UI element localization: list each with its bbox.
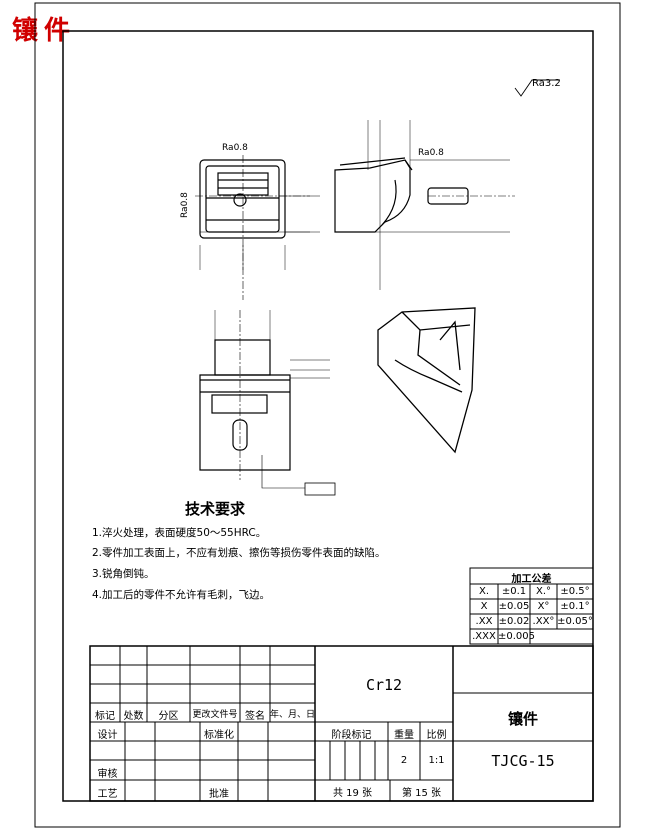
side-view <box>334 120 515 290</box>
requirement-item: 3.锐角倒钝。 <box>92 568 155 580</box>
tolerance-cell: ±0.05° <box>557 616 593 627</box>
rev-header: 处数 <box>123 711 144 722</box>
requirement-item: 4.加工后的零件不允许有毛刺，飞边。 <box>92 589 271 601</box>
tolerance-cell: ±0.02 <box>498 616 530 627</box>
rev-header: 分区 <box>158 711 179 722</box>
part-name: 镶件 <box>507 710 538 728</box>
sheet-number: 第 15 张 <box>401 788 442 799</box>
tolerance-cell: ±0.005 <box>498 631 536 642</box>
rev-header: 年、月、日 <box>270 710 316 720</box>
tolerance-cell: .XX° <box>532 616 555 627</box>
title-block <box>89 645 594 802</box>
scale-value: 1:1 <box>428 755 445 766</box>
review-label: 审核 <box>97 769 118 780</box>
tolerance-title: 加工公差 <box>511 574 552 585</box>
tolerance-table <box>469 567 594 645</box>
design-label: 设计 <box>97 730 118 741</box>
scale-label: 比例 <box>426 730 447 741</box>
requirement-item: 2.零件加工表面上，不应有划痕、擦伤等损伤零件表面的缺陷。 <box>92 547 386 559</box>
roughness-label-2: Ra0.8 <box>418 148 444 158</box>
tolerance-cell: X <box>480 601 488 612</box>
tolerance-cell: .XX <box>475 616 493 627</box>
process-label: 工艺 <box>97 789 118 800</box>
roughness-label-3: Ra0.8 <box>180 192 190 218</box>
rev-header: 更改文件号 <box>192 710 238 720</box>
tolerance-cell: X° <box>537 601 550 612</box>
top-view <box>199 310 336 496</box>
tolerance-cell: ±0.1° <box>560 601 590 612</box>
tolerance-cell: X.° <box>535 586 552 597</box>
stage-mark-label: 阶段标记 <box>331 730 372 741</box>
requirement-item: 1.淬火处理，表面硬度50～55HRC。 <box>92 527 267 539</box>
total-sheets: 共 19 张 <box>332 788 373 799</box>
outer-border <box>34 2 621 828</box>
isometric-view <box>377 307 476 454</box>
tolerance-cell: ±0.1 <box>501 586 527 597</box>
weight-label: 重量 <box>394 730 414 741</box>
roughness-label-1: Ra0.8 <box>222 143 248 153</box>
drawing-title: 镶件 <box>12 16 77 46</box>
tolerance-cell: ±0.05 <box>498 601 530 612</box>
material: Cr12 <box>365 676 403 694</box>
tolerance-cell: X. <box>478 586 490 597</box>
tolerance-cell: .XXX <box>472 631 496 642</box>
front-view <box>195 155 320 300</box>
rev-header: 签名 <box>245 711 265 722</box>
rev-header: 标记 <box>95 711 115 722</box>
requirements-heading: 技术要求 <box>185 500 246 518</box>
approve-label: 批准 <box>209 789 229 800</box>
drawing-number: TJCG-15 <box>491 752 555 770</box>
tolerance-cell: ±0.5° <box>560 586 590 597</box>
roughness-symbol <box>514 79 560 97</box>
roughness-corner-label: Ra3.2 <box>532 78 561 89</box>
standardize-label: 标准化 <box>204 730 234 741</box>
weight-value: 2 <box>400 755 408 766</box>
